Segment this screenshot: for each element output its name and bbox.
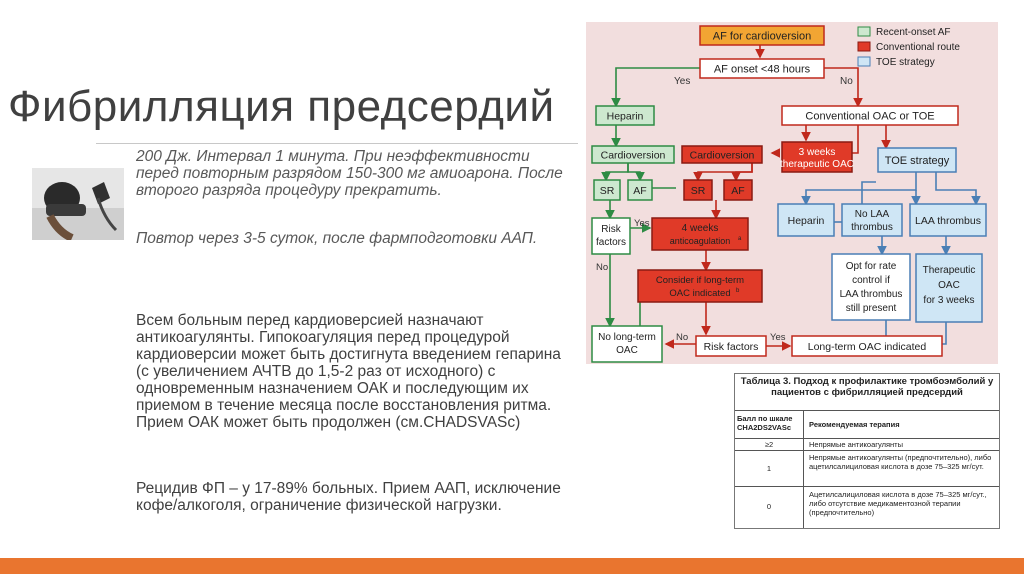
node-long-term-oac-label: Long-term OAC indicated [808, 341, 927, 353]
node-consider-line1: Consider if long-term [656, 275, 744, 286]
node-4-weeks-line2: anticoagulation [670, 236, 731, 246]
table-row-therapy: Непрямые антикоагулянты (предпочтительно… [809, 453, 992, 471]
node-laa-thrombus-label: LAA thrombus [915, 215, 981, 227]
edge-label-yes-risk: Yes [634, 218, 650, 229]
node-cardioversion-green-label: Cardioversion [601, 150, 666, 162]
title-divider [96, 143, 578, 144]
table-rule [735, 486, 999, 487]
node-toe-strategy: TOE strategy [877, 147, 957, 173]
slide-title: Фибрилляция предсердий [8, 82, 555, 131]
legend-swatch-conventional [857, 41, 871, 52]
node-onset-label: AF onset <48 hours [714, 64, 811, 76]
node-no-long-term-oac: No long-term OAC [591, 325, 663, 363]
node-risk-factors: Risk factors [591, 217, 631, 255]
edge-label-no-top: No [840, 76, 853, 87]
node-af-green-label: AF [633, 185, 646, 197]
node-cardioversion-red: Cardioversion [681, 145, 763, 164]
node-cardioversion-green: Cardioversion [591, 145, 675, 164]
node-no-laa-thrombus: No LAA thrombus [841, 203, 903, 237]
bottom-accent-bar [0, 558, 1024, 574]
node-onset: AF onset <48 hours [699, 58, 825, 79]
table-rule [735, 410, 999, 411]
thromboembolism-table: Таблица 3. Подход к профилактике тромбоэ… [734, 373, 1000, 529]
node-rate-line1: Opt for rate [846, 261, 897, 272]
node-rate-line4: still present [846, 303, 897, 314]
legend-swatch-toe [857, 56, 871, 67]
node-opt-rate-control: Opt for rate control if LAA thrombus sti… [831, 253, 911, 321]
paragraph-recurrence: Рецидив ФП – у 17-89% больных. Прием ААП… [136, 480, 561, 514]
node-3-weeks-line1: 3 weeks [799, 147, 836, 158]
node-long-term-oac: Long-term OAC indicated [791, 335, 943, 357]
node-sr-green: SR [593, 179, 621, 201]
node-sr-red-label: SR [691, 185, 706, 197]
node-risk-factors-line1: Risk [601, 224, 621, 235]
defibrillator-image [32, 168, 124, 240]
node-consider-line2: OAC indicated [669, 288, 730, 299]
node-toe-strategy-label: TOE strategy [885, 155, 950, 167]
node-af-red-label: AF [731, 185, 744, 197]
node-heparin-toe-label: Heparin [788, 215, 825, 227]
node-4-weeks-anticoagulation: 4 weeks anticoagulation a [651, 217, 749, 251]
edge-label-no-bottom: No [676, 332, 688, 343]
node-sr-green-label: SR [600, 185, 615, 197]
node-start: AF for cardioversion [699, 25, 825, 46]
node-sr-red: SR [683, 179, 713, 201]
node-therapeutic-line2: OAC [938, 280, 960, 291]
edge-label-yes-bottom: Yes [770, 332, 786, 343]
node-risk-factors-bottom: Risk factors [695, 335, 767, 357]
node-3-weeks-line2: therapeutic OAC [780, 159, 854, 170]
table-row-score: 1 [766, 464, 772, 473]
node-heparin: Heparin [595, 105, 655, 126]
node-heparin-label: Heparin [607, 111, 644, 123]
footnote-a: a [738, 236, 742, 242]
note-defibrillation: 200 Дж. Интервал 1 минута. При неэффекти… [136, 148, 563, 199]
node-no-laa-line1: No LAA [855, 209, 890, 220]
node-no-long-term-line2: OAC [616, 345, 638, 356]
node-conventional-oac: Conventional OAC or TOE [781, 105, 959, 126]
node-conventional-oac-label: Conventional OAC or TOE [805, 111, 934, 123]
edge-label-yes-top: Yes [674, 76, 690, 87]
node-4-weeks-line1: 4 weeks [682, 223, 719, 234]
edge-label-no-risk: No [596, 262, 608, 273]
node-cardioversion-red-label: Cardioversion [690, 150, 755, 162]
legend-toe-label: TOE strategy [876, 57, 935, 68]
legend-conventional-label: Conventional route [876, 42, 960, 53]
flowchart-legend: Recent-onset AF Conventional route TOE s… [857, 26, 960, 68]
paragraph-anticoagulation: Всем больным перед кардиоверсией назнача… [136, 312, 561, 431]
node-3-weeks-oac: 3 weeks therapeutic OAC [780, 141, 854, 173]
table-row-therapy: Ацетилсалициловая кислота в дозе 75–325 … [809, 490, 987, 517]
node-consider-long-term: Consider if long-term OAC indicated b [637, 269, 763, 303]
table-rule [803, 410, 804, 528]
table-header-therapy: Рекомендуемая терапия [809, 420, 900, 429]
node-af-green: AF [627, 179, 653, 201]
node-therapeutic-oac: Therapeutic OAC for 3 weeks [915, 253, 983, 323]
node-therapeutic-line3: for 3 weeks [923, 295, 974, 306]
table-header-score: Балл по шкале CHA2DS2VASc [737, 414, 793, 432]
table-row-score: ≥2 [764, 440, 774, 449]
node-therapeutic-line1: Therapeutic [923, 265, 976, 276]
node-risk-factors-bottom-label: Risk factors [704, 341, 759, 353]
node-no-laa-line2: thrombus [851, 222, 893, 233]
node-no-long-term-line1: No long-term [598, 332, 656, 343]
table-row-therapy: Непрямые антикоагулянты [809, 440, 903, 449]
table-rule [735, 438, 999, 439]
footnote-b: b [736, 288, 740, 294]
node-rate-line2: control if [852, 275, 890, 286]
legend-swatch-recent [857, 26, 871, 37]
node-heparin-toe: Heparin [777, 203, 835, 237]
note-repeat: Повтор через 3-5 суток, после фармподгот… [136, 230, 538, 247]
table-rule [735, 450, 999, 451]
table-title: Таблица 3. Подход к профилактике тромбоэ… [740, 376, 994, 398]
flowchart: AF for cardioversion AF onset <48 hours … [591, 25, 987, 363]
node-start-label: AF for cardioversion [713, 31, 811, 43]
node-rate-line3: LAA thrombus [840, 289, 903, 300]
node-laa-thrombus: LAA thrombus [909, 203, 987, 237]
table-row-score: 0 [766, 502, 772, 511]
legend-recent-label: Recent-onset AF [876, 27, 950, 38]
node-af-red: AF [723, 179, 753, 201]
node-risk-factors-line2: factors [596, 237, 626, 248]
